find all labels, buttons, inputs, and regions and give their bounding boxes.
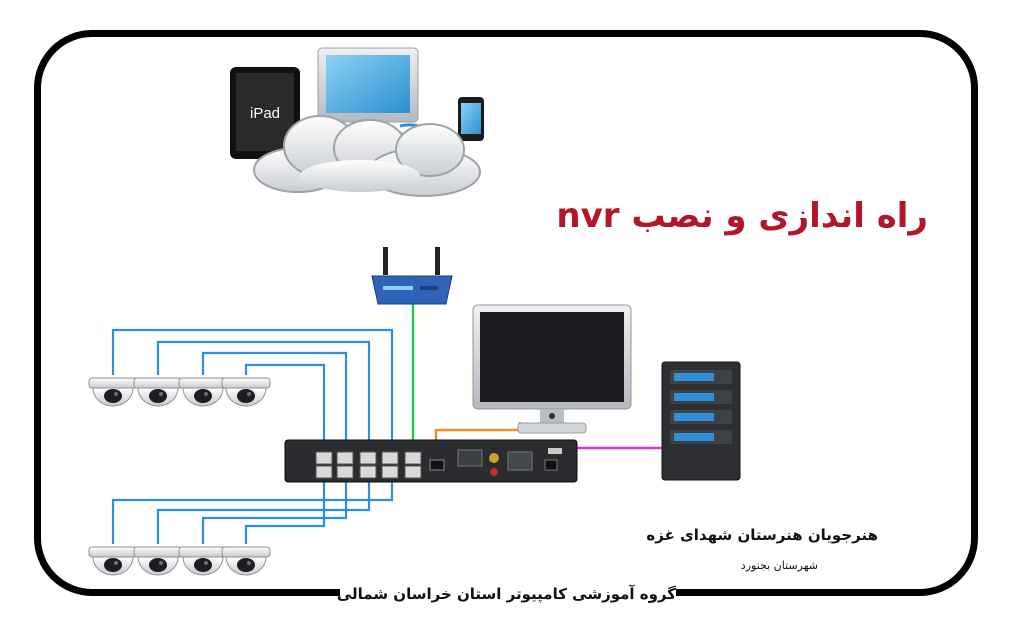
smartphone-icon xyxy=(458,97,484,141)
ethernet-port xyxy=(315,451,333,465)
camera-cable xyxy=(156,340,371,450)
department-caption: گروه آموزشی کامپیوتر استان خراسان شمالی xyxy=(337,580,676,610)
camera-cable xyxy=(244,482,326,544)
storage-server-icon xyxy=(661,361,741,481)
ethernet-port xyxy=(336,465,354,479)
camera-cables xyxy=(111,328,394,544)
camera-cable xyxy=(111,328,394,450)
dome-camera-icon xyxy=(133,546,183,576)
dome-camera-icon xyxy=(221,377,271,407)
ethernet-port xyxy=(359,465,377,479)
monitor-icon xyxy=(472,304,632,434)
camera-cable xyxy=(201,351,348,450)
dome-camera-icon xyxy=(178,546,228,576)
dome-camera-icon xyxy=(88,546,138,576)
tablet-label: iPad xyxy=(250,105,280,122)
page-title: راه اندازی و نصب nvr xyxy=(556,196,928,236)
camera-cable xyxy=(111,482,394,544)
dome-camera-icon xyxy=(221,546,271,576)
ethernet-port xyxy=(381,465,399,479)
nvr-recorder-icon xyxy=(284,439,578,483)
cloud-icon xyxy=(253,115,481,197)
ethernet-port xyxy=(359,451,377,465)
school-name: هنرجویان هنرستان شهدای غزه xyxy=(646,526,878,544)
camera-cable xyxy=(244,363,326,450)
dome-camera-icon xyxy=(133,377,183,407)
cameras xyxy=(88,377,271,576)
ethernet-port xyxy=(404,465,422,479)
dome-camera-icon xyxy=(178,377,228,407)
ethernet-port xyxy=(336,451,354,465)
camera-cable xyxy=(201,482,348,544)
wifi-router-icon xyxy=(371,247,453,305)
camera-cable xyxy=(156,482,371,544)
ethernet-port xyxy=(381,451,399,465)
dome-camera-icon xyxy=(88,377,138,407)
tablet-icon: iPad xyxy=(230,67,300,159)
ethernet-port xyxy=(315,465,333,479)
ethernet-port xyxy=(404,451,422,465)
city-name: شهرستان بجنورد xyxy=(740,559,818,572)
